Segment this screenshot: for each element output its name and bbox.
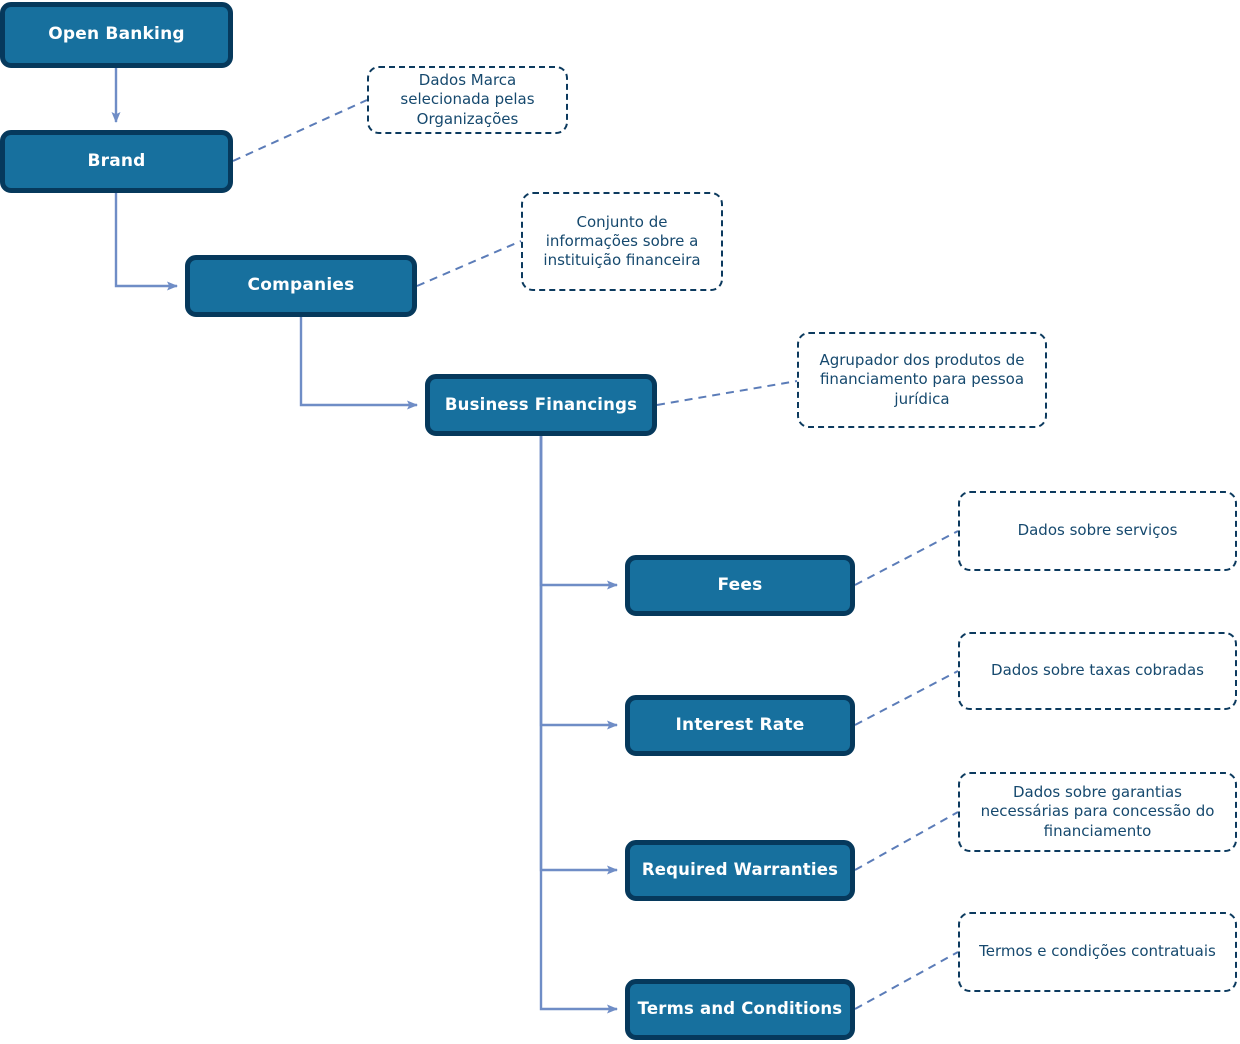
note-terms-and-conditions: Termos e condições contratuais <box>958 912 1237 992</box>
edge-business-financings-to-required-warranties <box>539 436 618 875</box>
node-business-financings[interactable]: Business Financings <box>425 374 657 436</box>
node-required-warranties[interactable]: Required Warranties <box>625 840 855 901</box>
note-interest-rate: Dados sobre taxas cobradas <box>958 632 1237 710</box>
edge-companies-to-business-financings <box>299 317 418 410</box>
node-fees[interactable]: Fees <box>625 555 855 616</box>
leader-business-financings-note <box>656 380 798 406</box>
leader-terms-and-conditions-note <box>854 951 959 1010</box>
edge-business-financings-to-fees <box>539 436 618 590</box>
node-interest-rate[interactable]: Interest Rate <box>625 695 855 756</box>
leader-brand-note <box>232 99 368 162</box>
note-business-financings: Agrupador dos produtos de financiamento … <box>797 332 1047 428</box>
note-required-warranties: Dados sobre garantias necessárias para c… <box>958 772 1237 852</box>
note-fees: Dados sobre serviços <box>958 491 1237 571</box>
leader-required-warranties-note <box>854 811 959 871</box>
edge-business-financings-to-terms-and-conditions <box>539 436 618 1014</box>
note-companies: Conjunto de informações sobre a institui… <box>521 192 723 291</box>
node-companies[interactable]: Companies <box>185 255 417 317</box>
node-open-banking[interactable]: Open Banking <box>0 2 233 68</box>
edge-brand-to-companies <box>114 193 178 291</box>
leader-fees-note <box>854 530 959 586</box>
node-terms-and-conditions[interactable]: Terms and Conditions <box>625 979 855 1040</box>
edge-business-financings-to-interest-rate <box>539 436 618 730</box>
node-brand[interactable]: Brand <box>0 130 233 193</box>
leader-companies-note <box>416 240 522 287</box>
leader-interest-rate-note <box>854 670 959 726</box>
note-brand: Dados Marca selecionada pelas Organizaçõ… <box>367 66 568 134</box>
